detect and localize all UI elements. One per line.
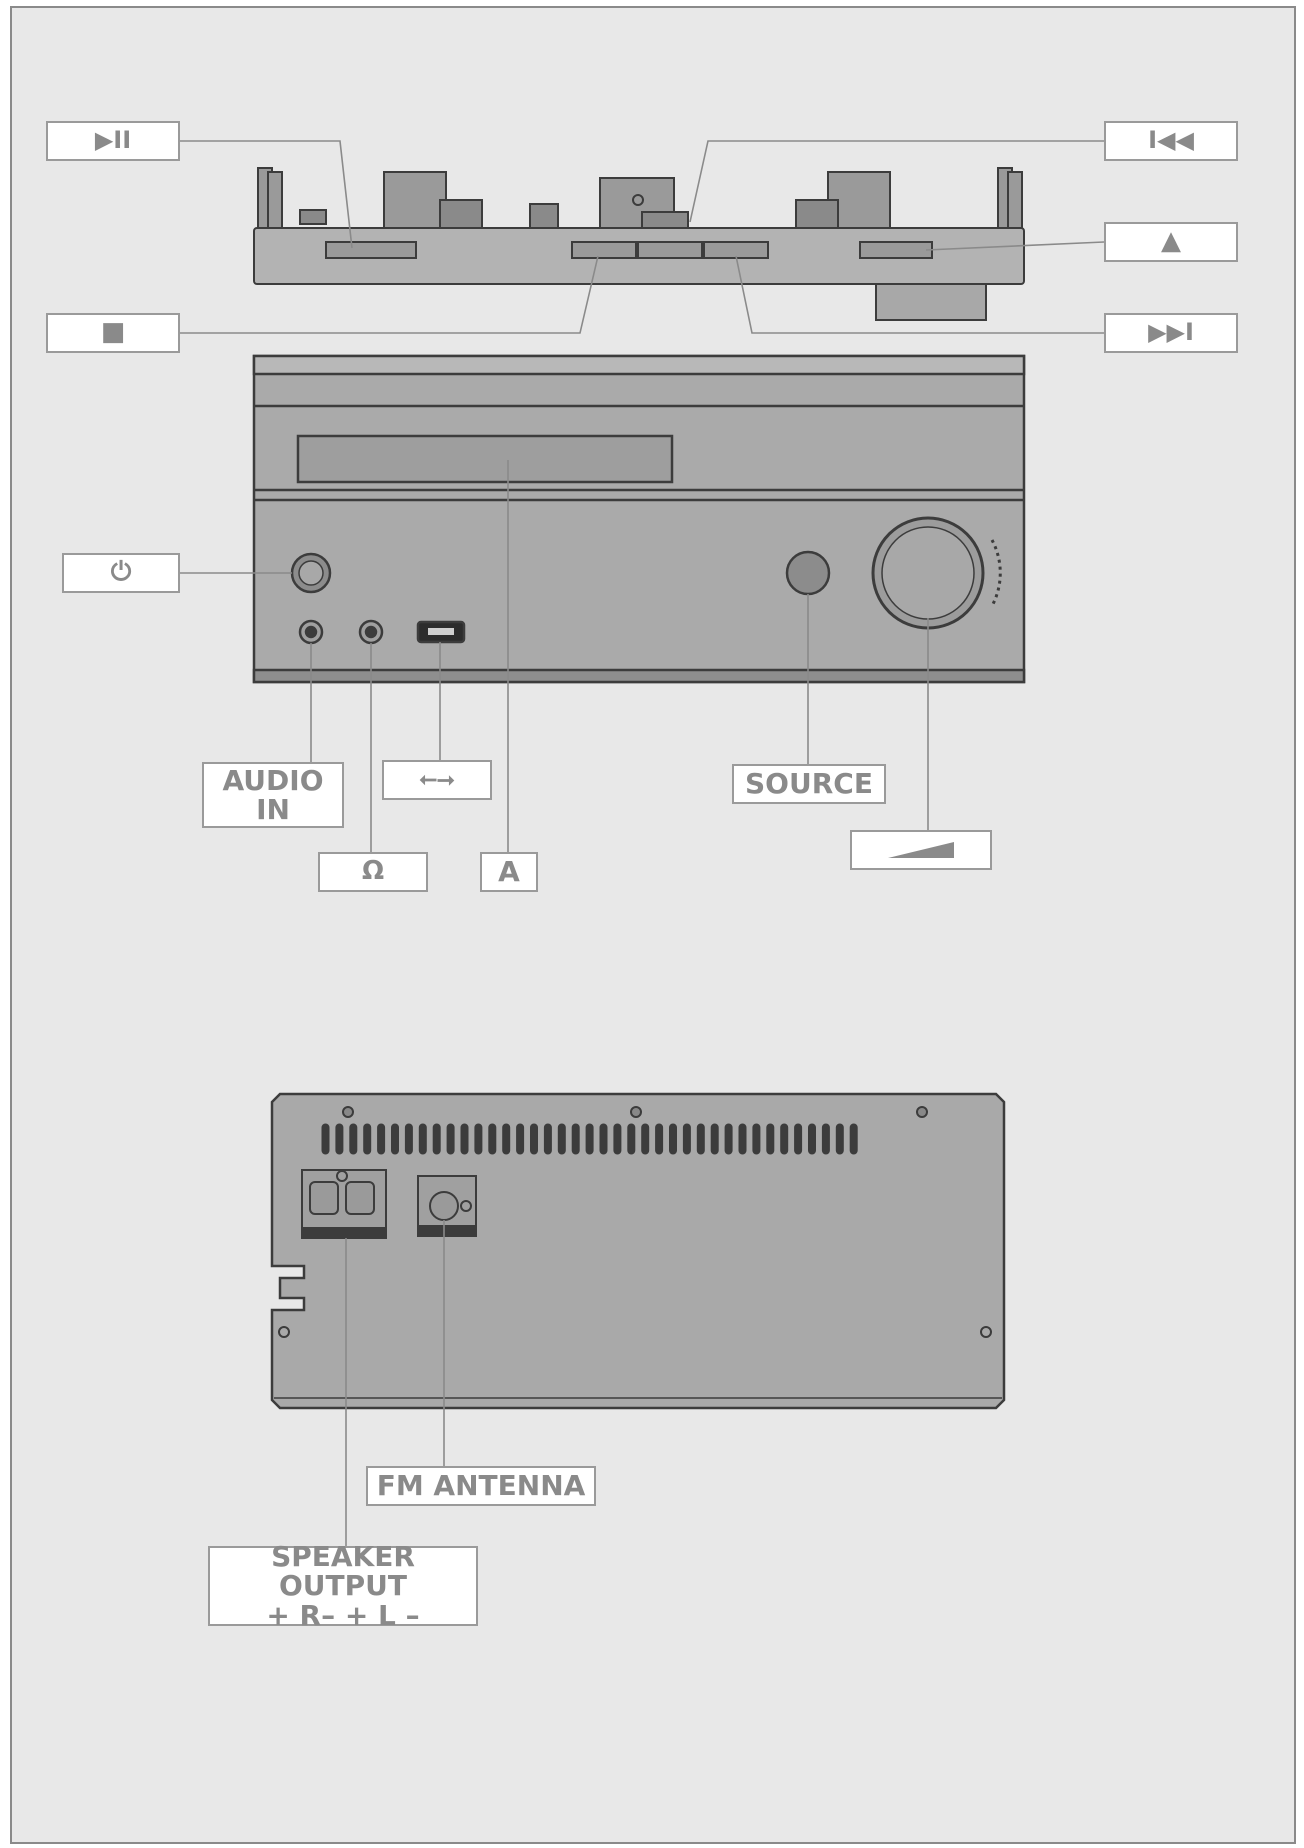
vent-slot — [446, 1123, 455, 1155]
vent-slot — [599, 1123, 608, 1155]
cd-slot-label: A — [480, 852, 538, 892]
vent-slot — [835, 1123, 844, 1155]
power-label: ⏻ — [62, 553, 180, 593]
speaker-output-label-line-2: + R– + L – — [266, 1598, 420, 1632]
vent-slot — [808, 1123, 816, 1155]
vent-slot — [335, 1123, 344, 1155]
speaker-output-label-line-1: SPEAKER OUTPUT — [271, 1539, 415, 1603]
vent-slot — [543, 1123, 552, 1155]
vent-slot — [696, 1123, 705, 1155]
vent-slot — [821, 1123, 830, 1155]
vent-slot — [460, 1123, 469, 1155]
vent-slot — [530, 1123, 538, 1155]
previous-label: I◀◀ — [1104, 121, 1238, 161]
fm-antenna-label: FM ANTENNA — [366, 1466, 596, 1506]
vent-slot — [571, 1123, 580, 1155]
usb-label: ⭠⭢ — [382, 760, 492, 800]
vent-slot — [349, 1123, 358, 1155]
vent-slot — [780, 1123, 789, 1155]
vent-slot — [321, 1123, 330, 1155]
volume-label — [850, 830, 992, 870]
vent-slot — [627, 1123, 636, 1155]
vent-slot — [404, 1123, 413, 1155]
vent-slot — [752, 1123, 761, 1155]
vent-slot — [557, 1123, 566, 1155]
rear-view-leader-lines — [345, 1220, 445, 1546]
source-label: SOURCE — [732, 764, 886, 804]
vent-slot — [641, 1123, 650, 1155]
vent-slot — [682, 1123, 691, 1155]
eject-label: ▲ — [1104, 222, 1238, 262]
volume-ramp-icon — [888, 842, 954, 858]
vent-slot — [849, 1123, 858, 1155]
vent-slot — [738, 1123, 747, 1155]
vent-slot — [766, 1123, 775, 1155]
vent-slot — [432, 1123, 441, 1155]
vent-slot — [418, 1123, 427, 1155]
headphones-label: Ω — [318, 852, 428, 892]
diagram-page — [10, 6, 1296, 1844]
audio-in-label: AUDIO IN — [202, 762, 344, 828]
vent-slot — [502, 1123, 511, 1155]
play-pause-label: ▶II — [46, 121, 180, 161]
vent-slot — [655, 1123, 664, 1155]
vent-slot — [516, 1123, 525, 1155]
vent-slot — [474, 1123, 483, 1155]
vent-slot — [669, 1123, 677, 1155]
front-view-leader-lines — [180, 460, 929, 860]
vent-slot — [363, 1123, 372, 1155]
top-view-leader-lines — [180, 140, 1105, 334]
top-view-unit — [253, 167, 1025, 321]
vent-slot — [724, 1123, 733, 1155]
vent-slot — [585, 1123, 594, 1155]
vent-slot — [613, 1123, 622, 1155]
next-label: ▶▶I — [1104, 313, 1238, 353]
stop-label: ■ — [46, 313, 180, 353]
vent-slot — [377, 1123, 386, 1155]
audio-in-label-line-2: IN — [256, 793, 290, 826]
rear-view-unit — [270, 1092, 1006, 1410]
speaker-output-label: SPEAKER OUTPUT + R– + L – — [208, 1542, 478, 1630]
vent-slot — [710, 1123, 719, 1155]
rear-vent-slots — [321, 1123, 858, 1155]
front-view-unit — [252, 354, 1026, 684]
audio-in-label-line-1: AUDIO — [222, 763, 324, 797]
vent-slot — [794, 1123, 803, 1155]
vent-slot — [391, 1123, 399, 1155]
vent-slot — [488, 1123, 497, 1155]
